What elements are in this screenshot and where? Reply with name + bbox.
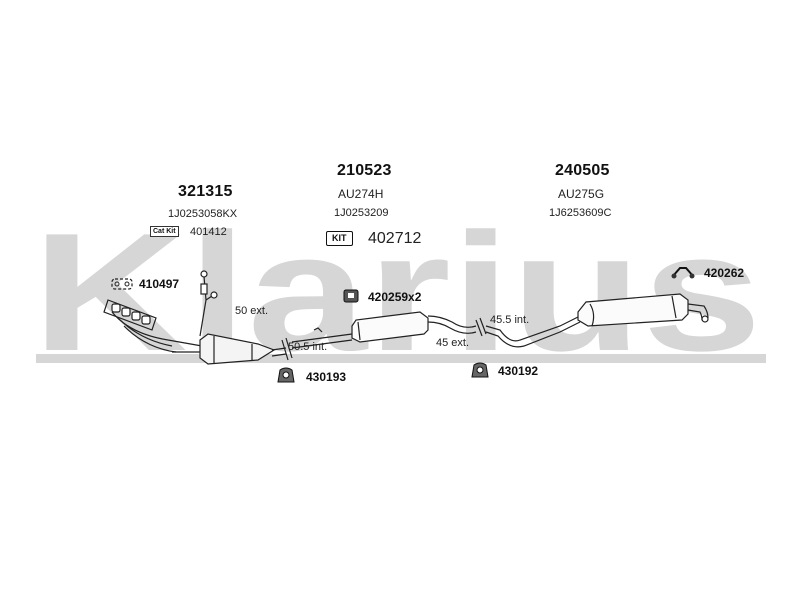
section-3-code: 1J6253609C (549, 207, 612, 219)
lambda-sensor-icon (199, 270, 218, 337)
section-2-model: AU274H (338, 187, 384, 201)
hanger-rear-part-number: 420262 (704, 266, 745, 280)
rear-joint-int-label: 45.5 int. (490, 314, 530, 326)
section-1-part-number: 321315 (178, 183, 233, 200)
manifold-icon (103, 299, 177, 353)
gasket-part-number: 410497 (139, 277, 180, 291)
section-3-part-number: 240505 (555, 162, 610, 179)
front-joint-int-label: 50.5 int. (288, 341, 328, 353)
rear-silencer-icon (577, 293, 689, 327)
mount-front-part-number: 430193 (306, 370, 347, 384)
cat-kit-tag: Cat Kit (150, 226, 179, 237)
section-2-part-number: 210523 (337, 162, 392, 179)
klarius-watermark: Klarius (36, 226, 766, 376)
hanger-mid-part-number: 420259x2 (368, 290, 422, 304)
rear-joint-ext-label: 45 ext. (436, 337, 470, 349)
kit-tag: KIT (326, 231, 353, 246)
section-2-code: 1J0253209 (334, 207, 389, 219)
kit-number: 402712 (368, 230, 422, 247)
gasket-icon (111, 278, 133, 290)
centre-silencer-icon (351, 311, 429, 343)
front-joint-ext-label: 50 ext. (235, 305, 269, 317)
section-1-code: 1J0253058KX (168, 208, 238, 220)
mount-rear-part-number: 430192 (498, 364, 539, 378)
mount-front-icon (277, 367, 295, 383)
cat-kit-number: 401412 (190, 226, 227, 238)
hanger-mid-icon (343, 289, 359, 303)
hanger-rear-icon (671, 267, 695, 279)
catalytic-converter-icon (199, 333, 276, 365)
section-3-model: AU275G (558, 187, 605, 201)
mount-rear-icon (471, 362, 489, 378)
